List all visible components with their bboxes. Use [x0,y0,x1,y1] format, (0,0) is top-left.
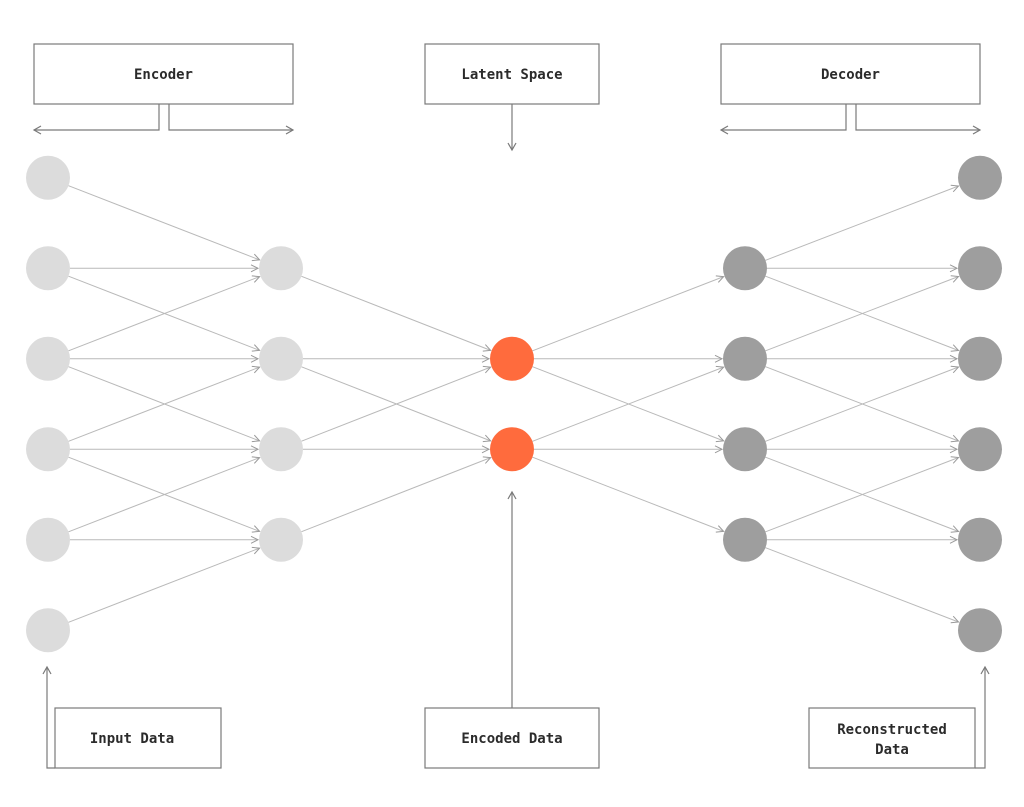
encoded-data-label: Encoded Data [461,731,562,747]
edge-decoder-hidden-3-to-output-3 [765,456,960,533]
latent-space-label-group: Latent Space [424,43,600,152]
reconstructed-data-label-line1: Reconstructed [837,722,947,738]
decoder-hidden-node-3 [723,427,767,472]
network-edges [68,184,960,624]
output-node-6 [958,608,1002,653]
output-node-3 [958,336,1002,381]
edge-input-0-to-encoder-hidden-0 [68,185,261,262]
reconstructed-data-label-group: Reconstructed Data [808,665,990,769]
encoder-label-box [33,43,294,105]
input-node-5 [26,517,70,562]
encoder-hidden-node-3 [259,427,303,472]
reconstructed-data-label-line2: Data [875,742,909,758]
output-node-4 [958,427,1002,472]
input-node-6 [26,608,70,653]
edge-encoder-hidden-2-to-latent-0 [301,365,492,442]
edge-latent-1-to-decoder-hidden-3 [532,456,725,533]
edge-decoder-hidden-1-to-output-1 [765,275,960,352]
decoder-label-group: Decoder [719,43,982,135]
edge-decoder-hidden-3-to-output-5 [765,547,960,624]
encoded-data-label-group: Encoded Data [424,490,600,769]
input-data-arrow [42,665,55,769]
edge-input-4-to-encoder-hidden-2 [68,456,261,533]
encoder-label-group: Encoder [32,43,295,135]
input-data-label-box [54,707,222,769]
encoder-bracket-right [168,104,295,135]
output-node-1 [958,155,1002,200]
decoder-label-box [720,43,981,105]
edge-decoder-hidden-2-to-output-2 [765,365,960,442]
edge-input-5-to-encoder-hidden-3 [68,546,261,623]
input-node-4 [26,427,70,472]
decoder-hidden-node-4 [723,517,767,562]
encoder-hidden-node-1 [259,246,303,291]
edge-encoder-hidden-0-to-latent-0 [301,275,492,352]
edge-encoder-hidden-3-to-latent-1 [301,456,492,533]
decoder-bracket-right [855,104,982,135]
input-node-2 [26,246,70,291]
encoder-hidden-node-2 [259,336,303,381]
reconstructed-data-arrow [975,665,990,769]
decoder-hidden-node-1 [723,246,767,291]
output-node-5 [958,517,1002,562]
input-node-3 [26,336,70,381]
edge-decoder-hidden-0-to-output-0 [765,184,960,261]
latent-node-1 [490,336,534,381]
input-data-label-group: Input Data [42,665,222,769]
input-data-label: Input Data [90,731,174,747]
decoder-hidden-node-2 [723,336,767,381]
network-nodes [26,155,1002,653]
reconstructed-data-label-box [808,707,976,769]
encoder-hidden-node-4 [259,517,303,562]
edge-latent-1-to-decoder-hidden-1 [532,365,725,442]
encoder-bracket-left [32,104,160,135]
latent-node-2 [490,427,534,472]
encoder-label: Encoder [134,67,193,83]
edge-input-3-to-encoder-hidden-1 [68,365,261,442]
edge-latent-0-to-decoder-hidden-0 [532,275,725,352]
input-node-1 [26,155,70,200]
latent-space-label: Latent Space [461,67,562,83]
output-node-2 [958,246,1002,291]
decoder-label: Decoder [821,67,880,83]
edge-input-2-to-encoder-hidden-0 [68,275,261,352]
decoder-bracket-left [719,104,847,135]
